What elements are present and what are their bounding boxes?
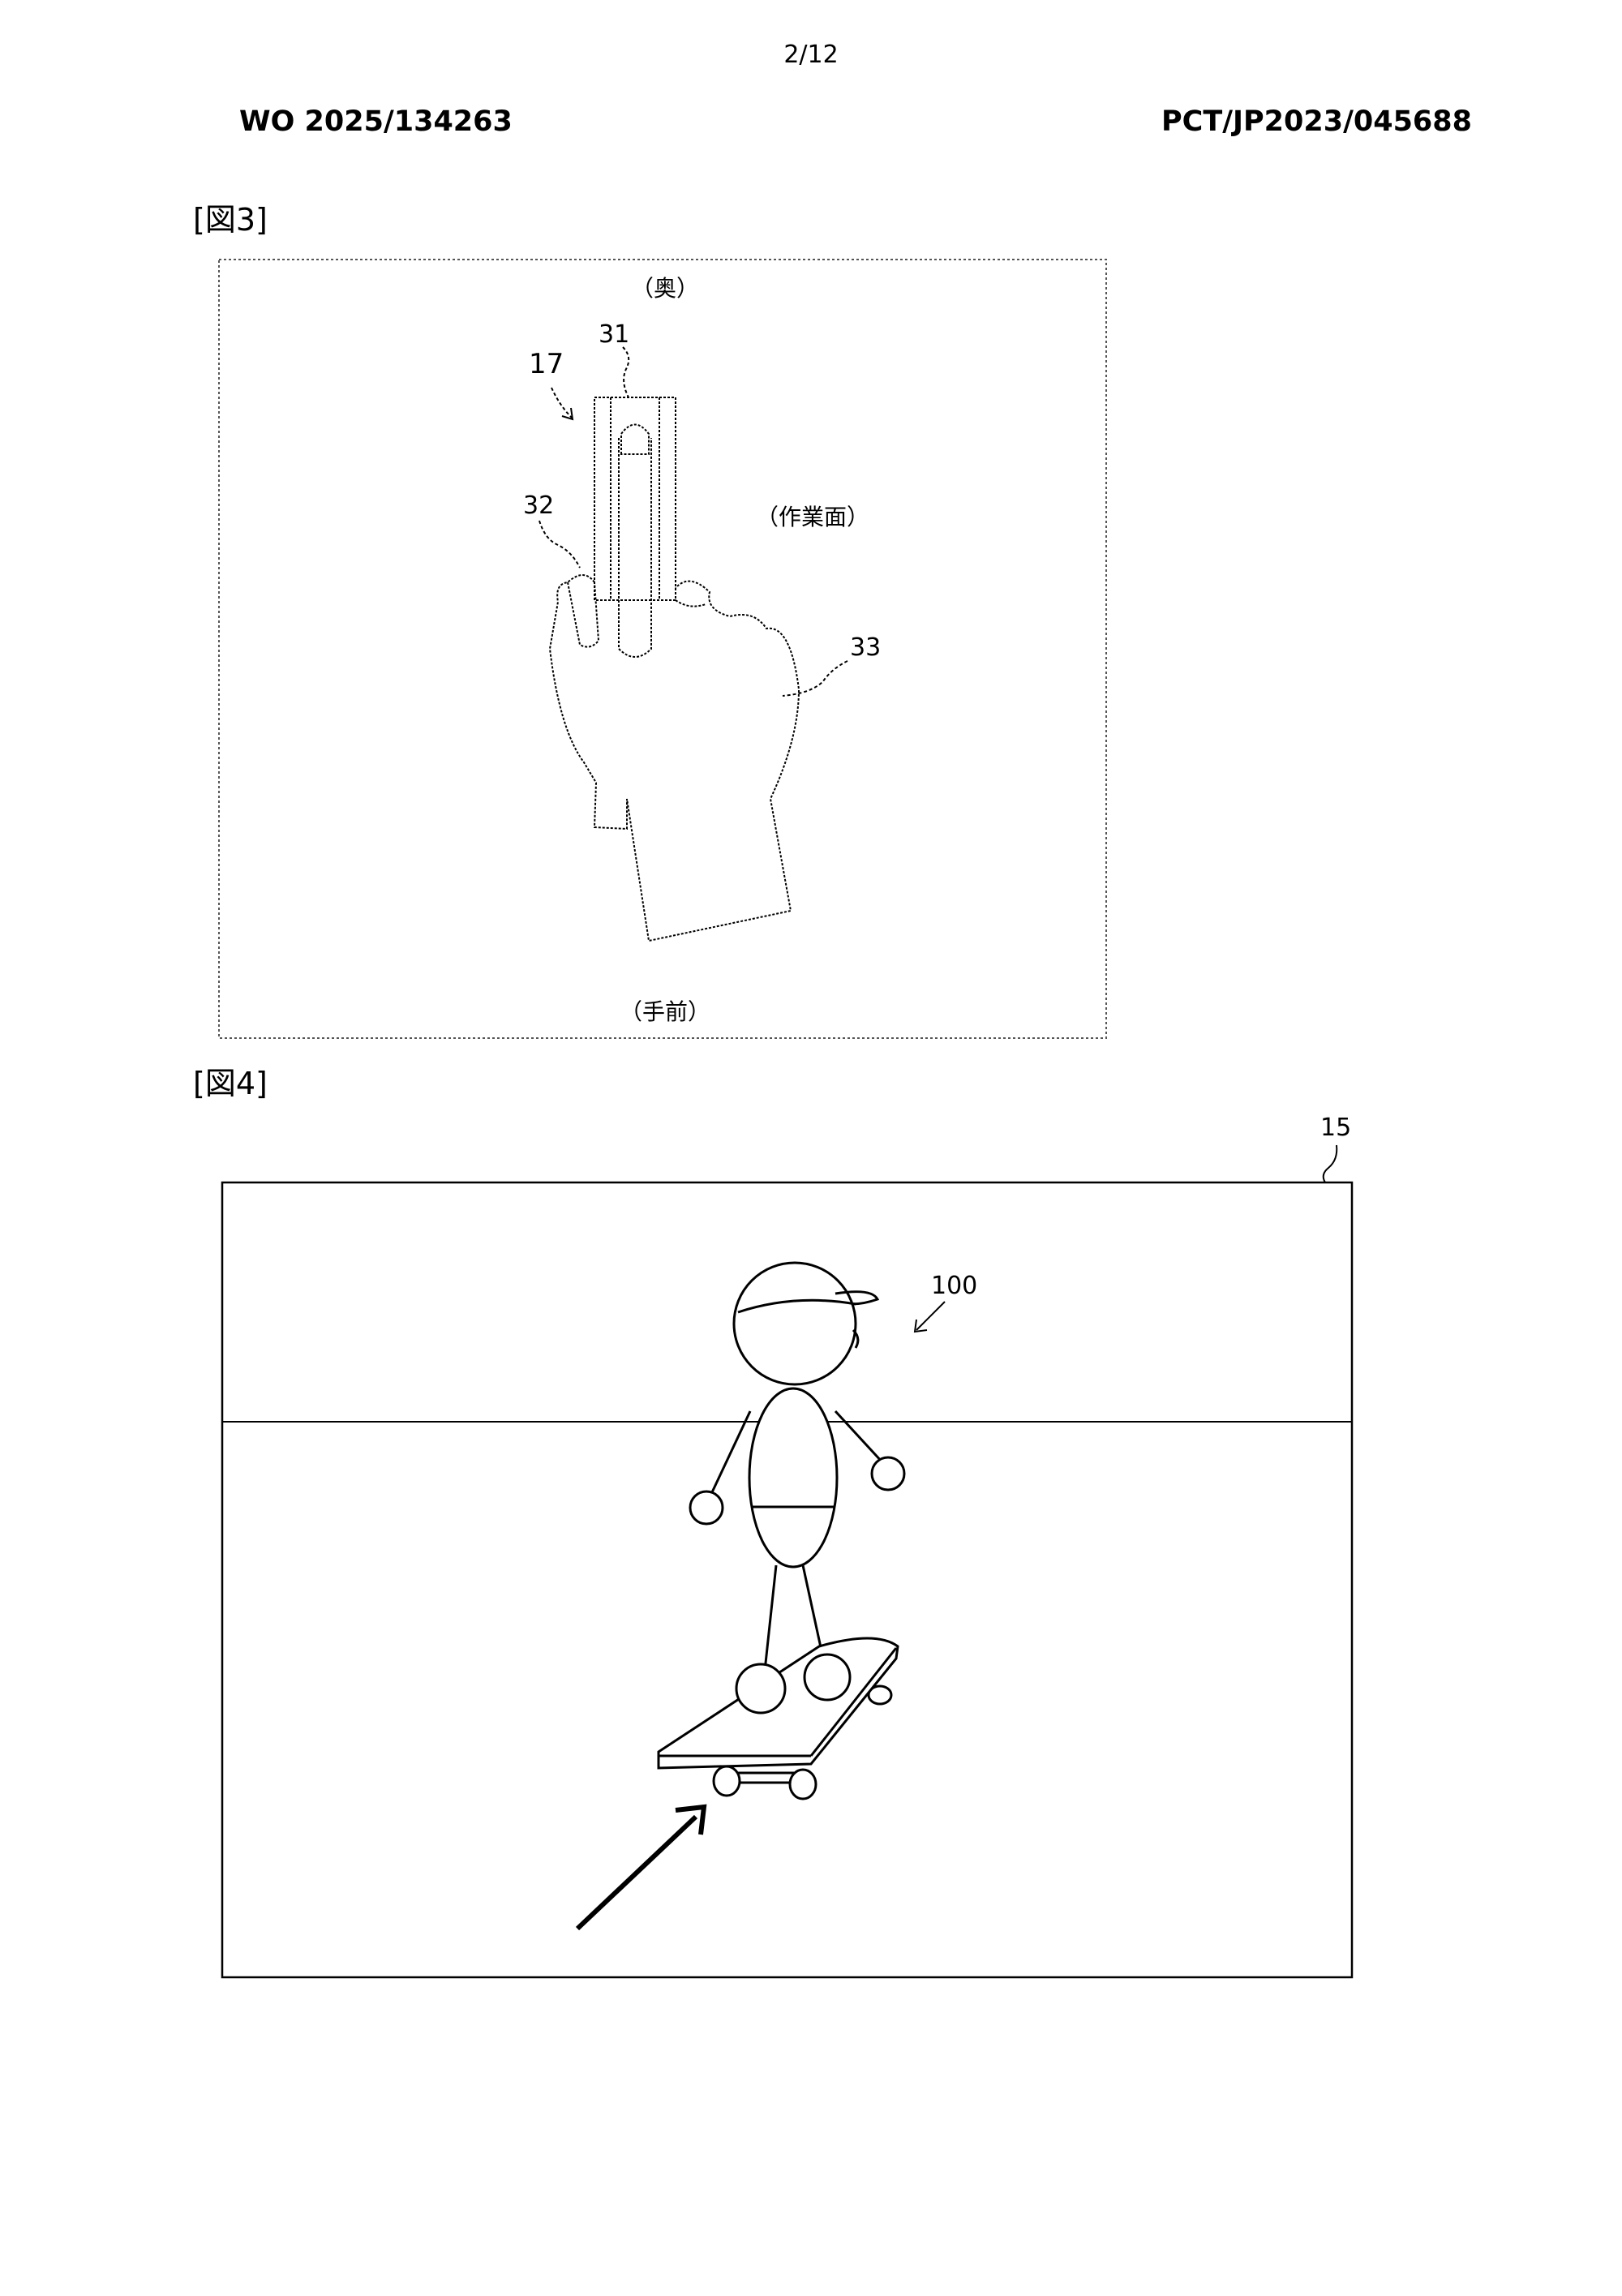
body <box>748 1387 839 1569</box>
device-17 <box>594 397 676 658</box>
ear <box>852 1328 860 1349</box>
ref-32: 32 <box>523 491 554 520</box>
rear-wheel-far <box>867 1684 893 1706</box>
right-arm <box>834 1410 884 1464</box>
ref-15: 15 <box>1320 1114 1351 1142</box>
ref-33: 33 <box>850 633 881 662</box>
head <box>732 1261 857 1386</box>
thumb <box>567 582 600 648</box>
publication-number: WO 2025/134263 <box>239 105 513 138</box>
figure-3-frame <box>218 259 1107 1039</box>
leader-100-arrow <box>913 1319 928 1333</box>
board-edge-side <box>809 1647 898 1757</box>
right-foot <box>803 1653 852 1702</box>
label-back: （奥） <box>631 275 699 302</box>
leader-100 <box>916 1301 946 1331</box>
application-number: PCT/JP2023/045688 <box>1161 105 1472 138</box>
fingernail-31 <box>620 423 650 455</box>
character-100 <box>689 1261 906 1672</box>
leader-15 <box>1322 1144 1338 1183</box>
left-arm <box>710 1410 752 1493</box>
left-foot <box>735 1663 787 1714</box>
label-work-surface: （作業面） <box>756 504 869 530</box>
front-wheel-left <box>712 1765 741 1797</box>
front-wheel-right <box>788 1768 817 1800</box>
left-hand <box>689 1490 724 1526</box>
leader-31 <box>622 346 630 398</box>
index-finger <box>618 438 652 658</box>
display-15 <box>221 1181 1354 1979</box>
page-number: 2/12 <box>783 41 839 69</box>
right-leg <box>801 1564 825 1659</box>
ref-100: 100 <box>931 1272 977 1300</box>
cap-band <box>737 1298 856 1314</box>
leader-32 <box>539 520 581 569</box>
figure-3-label: [図3] <box>193 202 268 238</box>
left-leg <box>763 1564 778 1672</box>
ref-17: 17 <box>529 348 564 380</box>
motion-arrow-line <box>575 1814 698 1931</box>
leader-17 <box>551 387 573 418</box>
figure-4-label: [図4] <box>193 1066 268 1101</box>
leader-17-arrow <box>561 407 574 421</box>
motion-arrow-head <box>675 1804 707 1835</box>
ref-31: 31 <box>599 320 629 349</box>
cap-brim <box>835 1290 880 1306</box>
right-hand <box>870 1456 906 1491</box>
figure-3-drawing: （奥） （手前） （作業面） 17 31 32 33 <box>218 259 1107 1039</box>
skateboard <box>657 1637 899 1800</box>
device-body <box>594 397 676 601</box>
label-front: （手前） <box>620 998 710 1025</box>
knuckle <box>675 588 706 607</box>
